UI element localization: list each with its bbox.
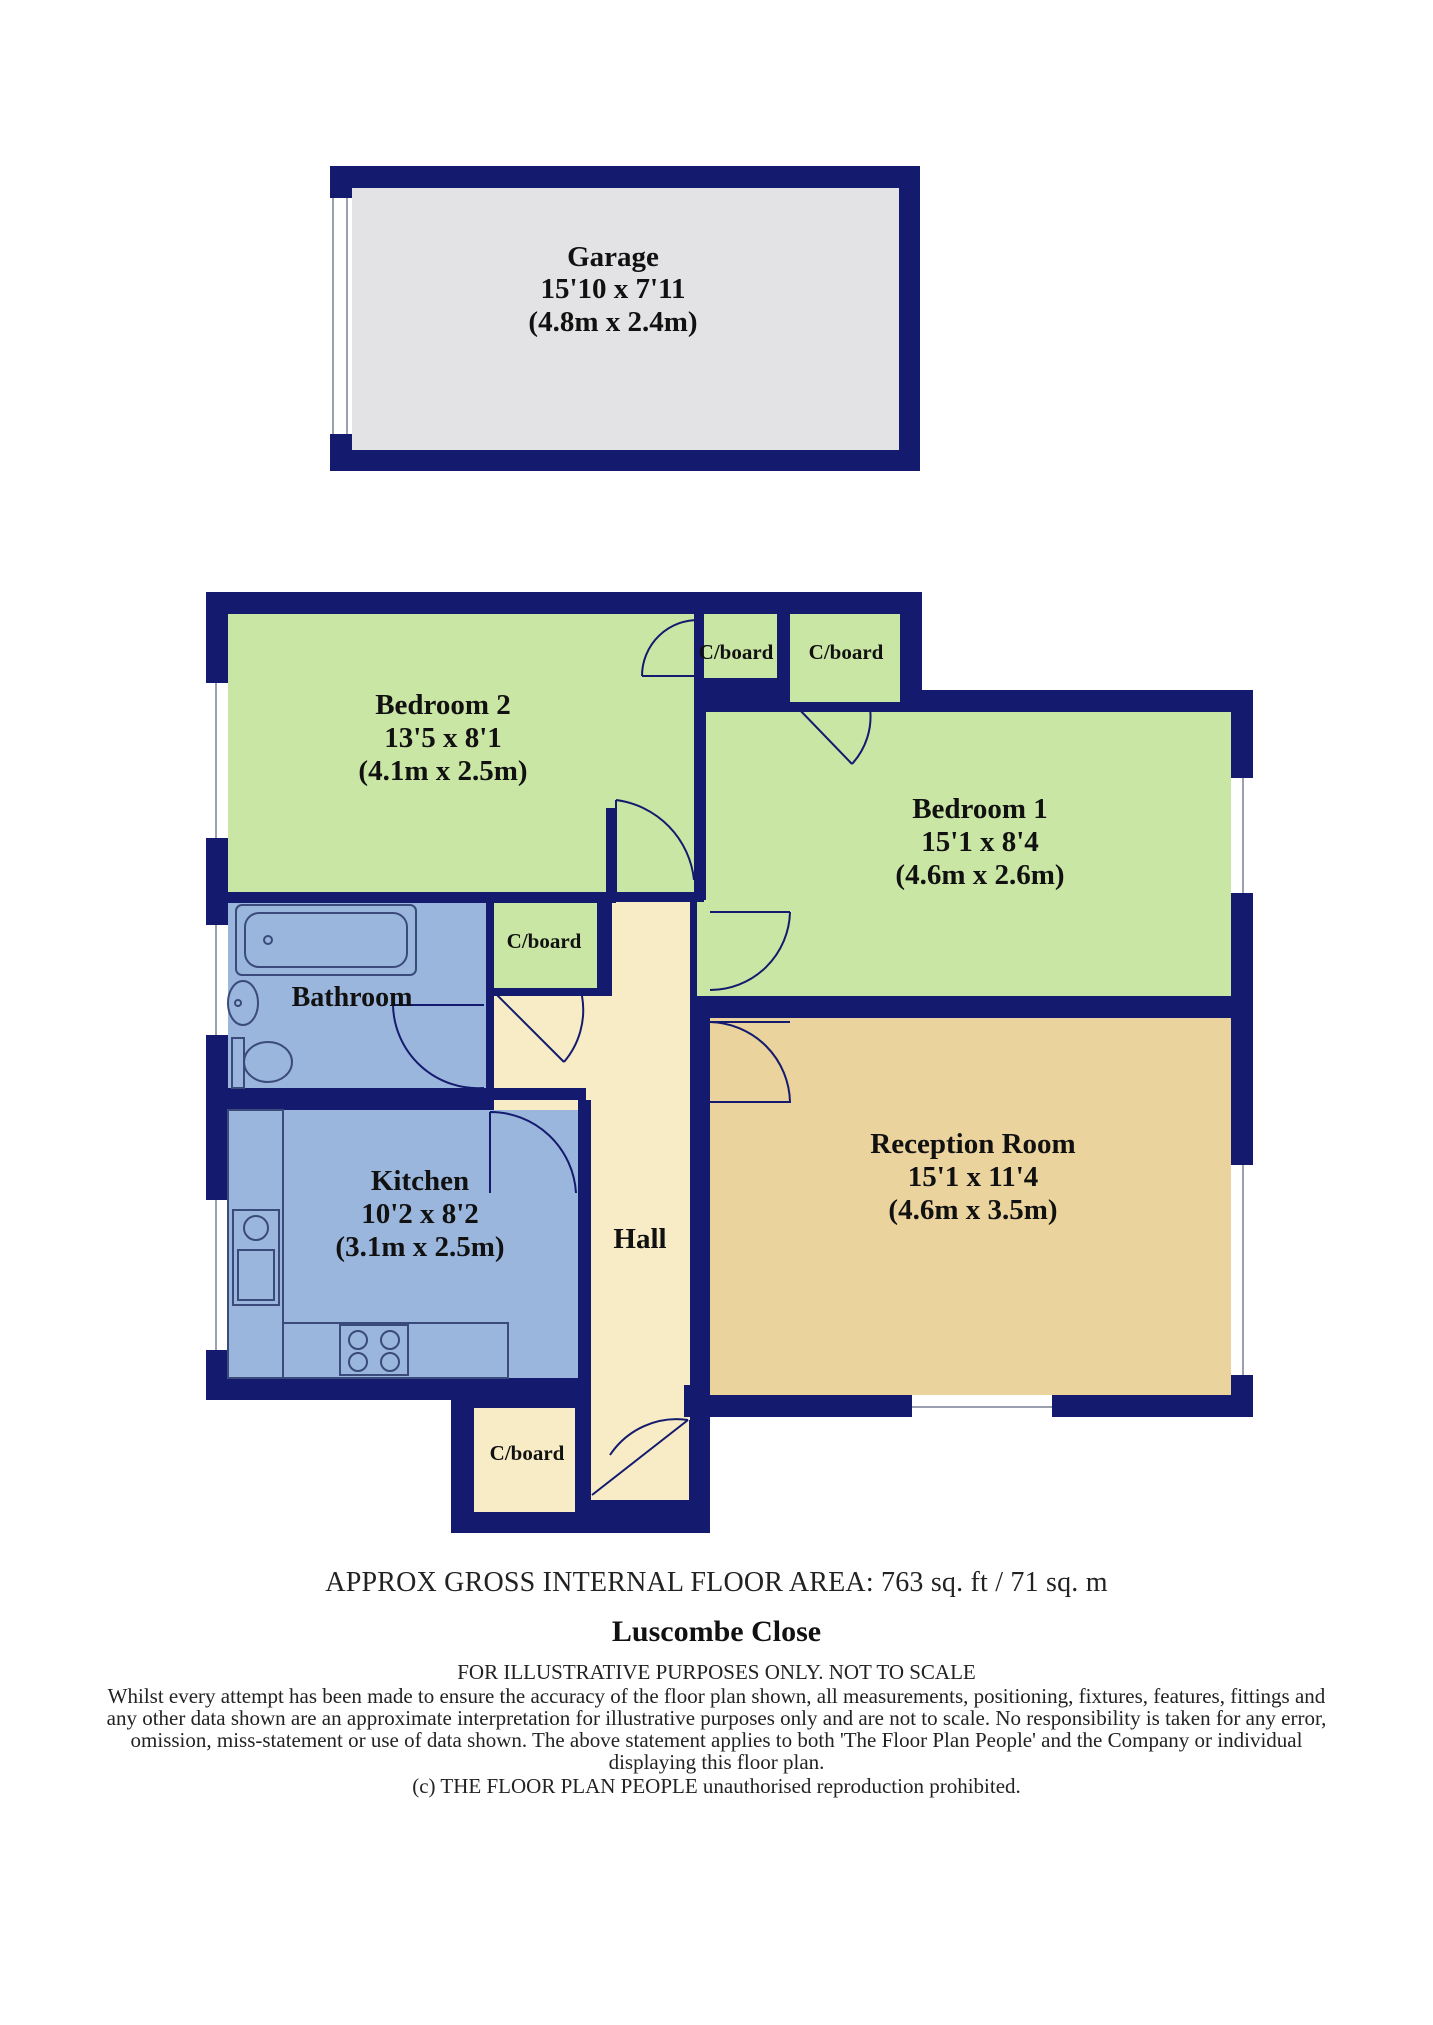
copyright-line: (c) THE FLOOR PLAN PEOPLE unauthorised r… (412, 1774, 1021, 1798)
cupboard-bed2-label: C/board (699, 640, 774, 664)
wall-bath-corridor (486, 988, 494, 1088)
hall-name: Hall (613, 1223, 666, 1255)
door-bedroom2 (615, 799, 695, 892)
reception-name: Reception Room (870, 1128, 1075, 1160)
wall-bed2-east (694, 614, 704, 902)
property-address: Luscombe Close (611, 1615, 822, 1648)
door-bathroom (392, 1004, 485, 1090)
reception-imperial: 15'1 x 11'4 (908, 1161, 1039, 1193)
wall-bed2-bath (206, 892, 612, 903)
wall-cb2-bottom (694, 678, 784, 684)
sink-icon (227, 980, 259, 1026)
wall-cupboard-bottom (486, 988, 612, 996)
door-bedroom1 (709, 911, 791, 991)
kitchen-counter (227, 1109, 284, 1379)
kitchen-sink-icon (232, 1209, 280, 1306)
lower-cupboard-label: C/board (490, 1441, 565, 1465)
bedroom2-cupboard-floor (700, 614, 777, 678)
door-cupboard-bed1 (795, 705, 872, 765)
fixtures (227, 904, 509, 1379)
kitchen-sink-bowl (243, 1215, 269, 1241)
cupboard-bed1-label: C/board (809, 640, 884, 664)
door-cupboard-bed2 (641, 618, 701, 677)
bath-icon (235, 904, 417, 976)
door-kitchen (489, 1110, 577, 1194)
garage-name: Garage (567, 241, 659, 273)
door-front (591, 1418, 689, 1496)
wall-bed1-north (694, 702, 922, 712)
wall-kitchen-hall (578, 1100, 591, 1400)
wall-bath-kitchen (206, 1088, 586, 1100)
bedroom1-floor (706, 712, 1231, 996)
disclaimer: Whilst every attempt has been made to en… (106, 1684, 1327, 1774)
kitchen-floor (228, 1110, 580, 1378)
bedroom1-metric: (4.6m x 2.6m) (895, 859, 1064, 891)
bath-inner (244, 912, 408, 968)
floor-area-line: APPROX GROSS INTERNAL FLOOR AREA: 763 sq… (325, 1567, 1108, 1598)
kitchen-name: Kitchen (371, 1165, 469, 1197)
wall-hall-east-bottom (684, 1385, 710, 1417)
wall-hall-east (697, 996, 710, 1026)
hall-floor (494, 902, 690, 1500)
room-labels: Bedroom 2 13'5 x 8'1 (4.1m x 2.5m) C/boa… (292, 640, 1076, 1465)
bath-drain (263, 935, 273, 945)
hob-icon (339, 1324, 409, 1376)
toilet-icon (243, 1041, 293, 1083)
garage-metric: (4.8m x 2.4m) (528, 306, 697, 338)
reception-metric: (4.6m x 3.5m) (888, 1194, 1057, 1226)
wall-cupboard-hall (486, 902, 494, 998)
bedroom1-door-recess (697, 900, 711, 996)
sink-tap (234, 999, 242, 1007)
hob-ring-4 (380, 1352, 400, 1372)
kitchen-imperial: 10'2 x 8'2 (361, 1198, 479, 1230)
bathroom-name: Bathroom (292, 982, 413, 1013)
bedroom1-name: Bedroom 1 (912, 793, 1048, 825)
door-hall-cupboard (493, 991, 585, 1063)
lower-cupboard-floor (474, 1408, 579, 1512)
bedroom1-imperial: 15'1 x 8'4 (921, 826, 1039, 858)
scale-note: FOR ILLUSTRATIVE PURPOSES ONLY. NOT TO S… (457, 1660, 976, 1684)
hob-ring-1 (348, 1330, 368, 1350)
bathroom-lower-floor (228, 1008, 491, 1088)
bedroom2-metric: (4.1m x 2.5m) (358, 755, 527, 787)
wall-hall-west-upper (606, 808, 616, 903)
hob-ring-3 (348, 1352, 368, 1372)
doors (392, 618, 872, 1500)
reception-floor (710, 1018, 1231, 1395)
garage-door-opening (328, 198, 352, 434)
hall-cupboard-label: C/board (507, 929, 582, 953)
hall-cupboard-floor (494, 902, 597, 988)
kitchen-metric: (3.1m x 2.5m) (335, 1231, 504, 1263)
hob-ring-2 (380, 1330, 400, 1350)
wall-lower-cupboard-east (575, 1400, 583, 1530)
garage-floor (352, 188, 899, 450)
wall-bed1-reception (697, 996, 1253, 1008)
kitchen-drainer (237, 1249, 275, 1301)
floor-plan: Garage 15'10 x 7'11 (4.8m x 2.4m) (204, 166, 1255, 1533)
wall-hall-east-lower (697, 1090, 710, 1410)
bedroom1-cupboard-floor (790, 614, 900, 702)
wall-cb-divider (780, 614, 788, 708)
interior-walls (206, 614, 1253, 1530)
garage: Garage 15'10 x 7'11 (4.8m x 2.4m) (328, 166, 920, 471)
bedroom2-imperial: 13'5 x 8'1 (384, 722, 502, 754)
garage-imperial: 15'10 x 7'11 (540, 273, 685, 305)
door-reception (709, 1021, 792, 1103)
windows (204, 683, 1255, 1419)
kitchen-counter-bottom (282, 1322, 509, 1379)
bedroom2-name: Bedroom 2 (375, 689, 511, 721)
